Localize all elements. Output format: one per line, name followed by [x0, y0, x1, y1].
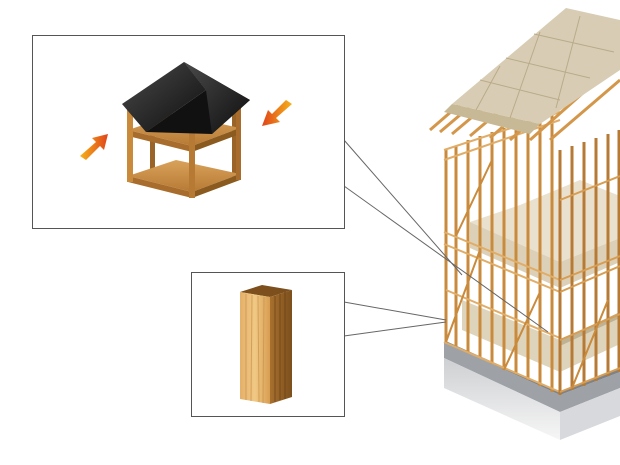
- timber-post-callout: [191, 272, 345, 417]
- braces: [445, 159, 609, 389]
- force-arrow-icon: [80, 134, 108, 160]
- foundation: [444, 342, 620, 440]
- side-wall-frame: [558, 130, 620, 395]
- front-wall-frame: [444, 110, 554, 392]
- callout-leader-lines: [343, 139, 549, 337]
- roof-panels: [444, 8, 620, 134]
- house-frame-illustration: [429, 8, 620, 440]
- force-arrow-icon: [262, 100, 292, 126]
- box-frame-icon: [122, 62, 250, 198]
- timber-post-icon: [240, 285, 292, 404]
- box-frame-callout: [32, 35, 345, 229]
- wall-plates: [443, 111, 561, 393]
